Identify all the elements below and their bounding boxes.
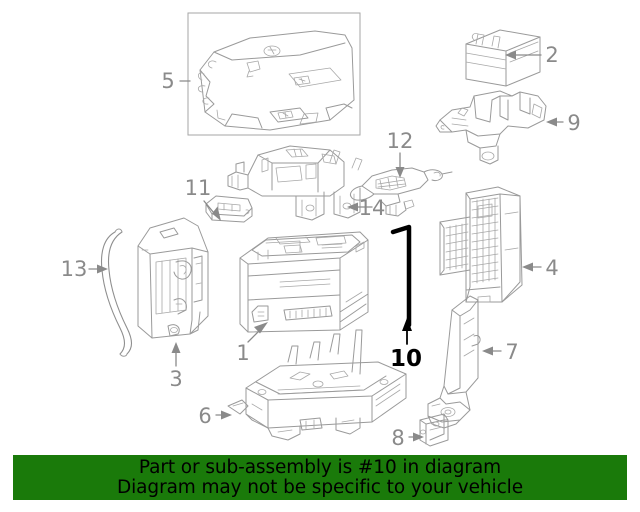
callout-6-label: 6 bbox=[198, 404, 211, 428]
callout-10: 10 bbox=[390, 318, 422, 372]
callout-11-label: 11 bbox=[185, 176, 212, 200]
callout-3-label: 3 bbox=[169, 367, 182, 391]
callout-1: 1 bbox=[236, 322, 268, 365]
callout-11: 11 bbox=[185, 176, 221, 221]
callout-3: 3 bbox=[169, 342, 183, 391]
part-1-battery bbox=[239, 231, 369, 333]
exploded-parts-diagram: 5 2 9 12 14 11 bbox=[61, 12, 581, 450]
callout-13-label: 13 bbox=[61, 257, 88, 281]
part-5-frame bbox=[187, 12, 361, 136]
part-info-banner: Part or sub-assembly is #10 in diagram D… bbox=[13, 455, 627, 500]
callout-1-label: 1 bbox=[236, 341, 249, 365]
part-14-fuse-box bbox=[227, 145, 363, 221]
callout-14: 14 bbox=[347, 196, 385, 220]
callout-7-label: 7 bbox=[505, 340, 518, 364]
callout-13: 13 bbox=[61, 257, 108, 281]
part-9-battery-holder bbox=[435, 90, 547, 165]
part-4-insulation-panel bbox=[439, 186, 523, 303]
part-3-battery-cover bbox=[137, 217, 209, 339]
part-2-auxiliary-battery bbox=[465, 29, 541, 87]
part-11-control-module bbox=[205, 195, 253, 223]
callout-14-label: 14 bbox=[359, 196, 386, 220]
banner-line-1: Part or sub-assembly is #10 in diagram bbox=[138, 456, 502, 478]
callout-9-label: 9 bbox=[567, 111, 580, 135]
callout-6: 6 bbox=[198, 404, 232, 428]
callout-9: 9 bbox=[546, 111, 581, 135]
part-5-engine-cover-group bbox=[187, 12, 361, 136]
callout-8-label: 8 bbox=[391, 426, 404, 450]
callout-10-label: 10 bbox=[390, 346, 422, 372]
part-10-hold-down-rod bbox=[390, 224, 412, 328]
part-7-support-bracket bbox=[427, 295, 481, 429]
part-5-engine-cover bbox=[197, 30, 355, 131]
callout-4-label: 4 bbox=[545, 256, 558, 280]
callout-7: 7 bbox=[482, 340, 519, 364]
part-12-battery-sensor-cable bbox=[349, 167, 453, 217]
part-8-mounting-bracket bbox=[419, 413, 449, 447]
callout-12-label: 12 bbox=[387, 129, 414, 153]
callout-2-label: 2 bbox=[545, 43, 558, 67]
banner-line-2: Diagram may not be specific to your vehi… bbox=[117, 476, 523, 498]
callout-5: 5 bbox=[161, 69, 191, 93]
callout-8: 8 bbox=[391, 426, 424, 450]
callout-5-label: 5 bbox=[161, 69, 174, 93]
part-6-battery-tray bbox=[227, 329, 407, 441]
part-13-vent-hose bbox=[100, 228, 133, 357]
callout-12: 12 bbox=[387, 129, 414, 178]
callout-2: 2 bbox=[505, 43, 559, 67]
callout-4: 4 bbox=[522, 256, 559, 280]
